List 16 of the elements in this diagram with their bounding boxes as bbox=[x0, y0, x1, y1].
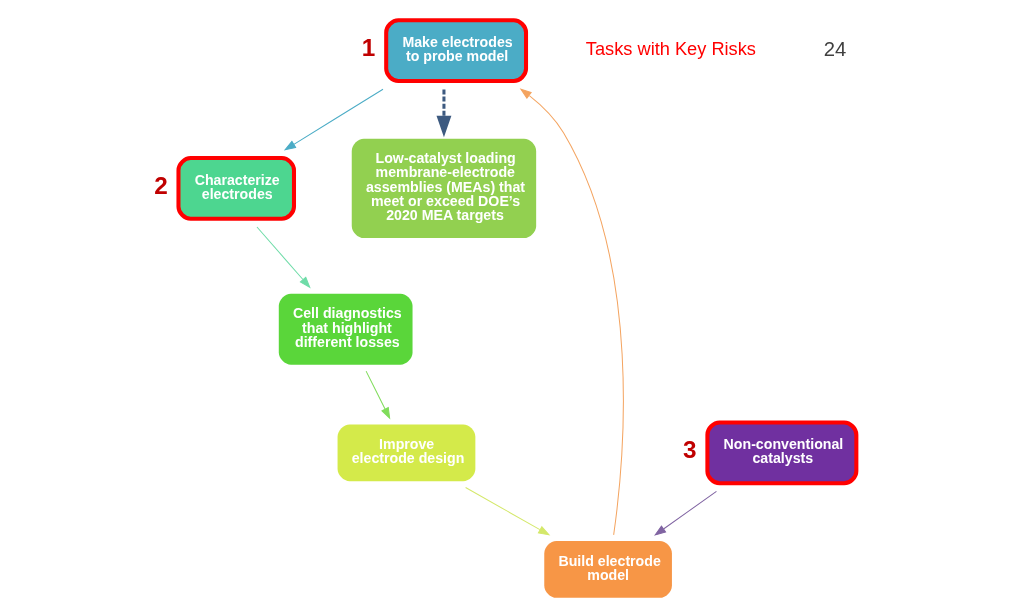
label: 24 bbox=[823, 37, 846, 60]
node-box: Build electrode model bbox=[543, 541, 672, 598]
arrow bbox=[519, 88, 624, 536]
node-label: 1 bbox=[361, 33, 375, 61]
node-box: Cell diagnostics that highlight different losses bbox=[278, 293, 413, 365]
node-label: 2 bbox=[153, 171, 168, 199]
arrow bbox=[365, 370, 390, 420]
node-label: 3 bbox=[682, 436, 697, 464]
node-box: Low-catalyst loading membrane-electrode assemblies (MEAs) that meet or exceed DOE’s 2020 MEA targets bbox=[351, 138, 536, 239]
arrow bbox=[653, 490, 717, 536]
arrow bbox=[436, 89, 451, 138]
label: Tasks with Key Risks bbox=[585, 38, 756, 60]
node-box: Improve electrode design bbox=[337, 424, 475, 482]
arrow bbox=[283, 88, 383, 151]
arrow bbox=[255, 226, 311, 289]
arrow bbox=[464, 487, 550, 536]
